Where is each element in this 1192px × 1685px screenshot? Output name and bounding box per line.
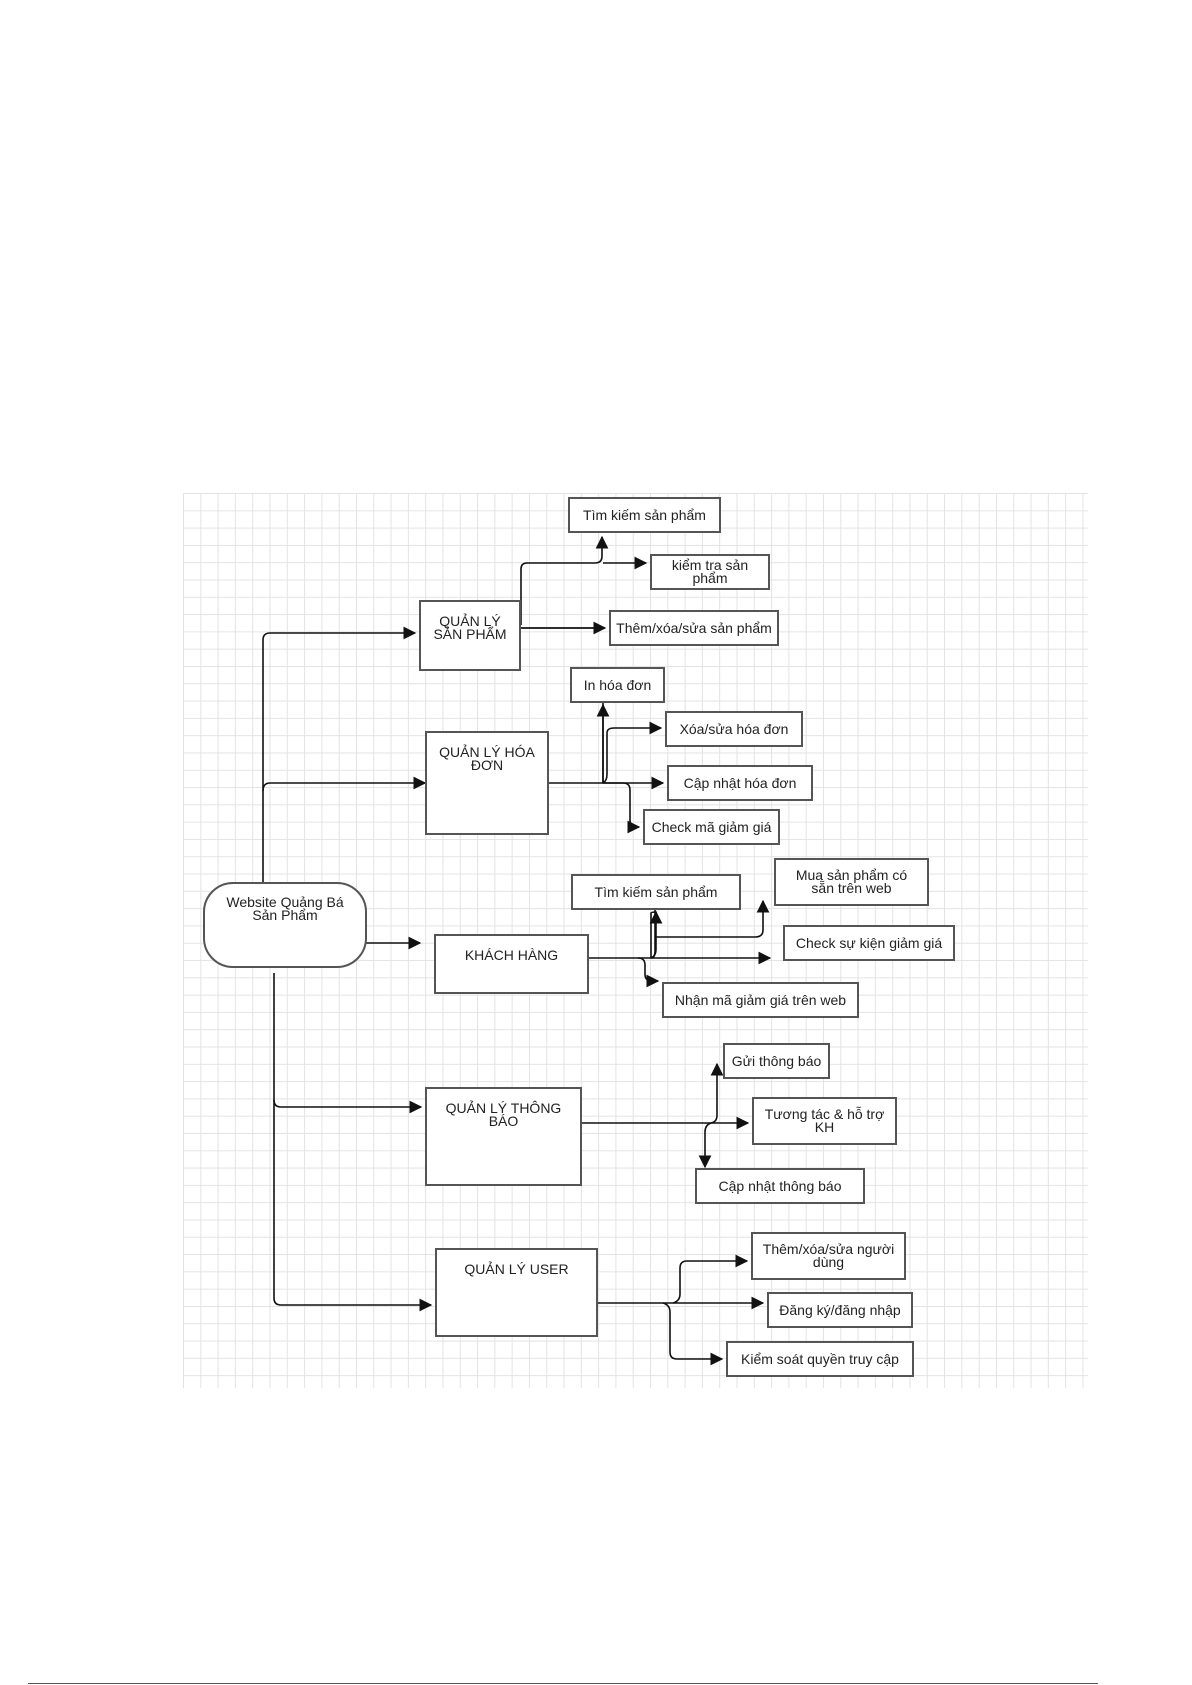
child-label: Tìm kiếm sản phẩm xyxy=(583,506,706,523)
sanpham-child-kiem-tra: kiểm tra sản phẩm xyxy=(650,554,770,590)
child-label: Đăng ký/đăng nhập xyxy=(779,1301,901,1318)
child-label: kiểm tra sản phẩm xyxy=(671,557,749,586)
user-child-them-xoa-sua: Thêm/xóa/sửa người dùng xyxy=(751,1232,906,1280)
child-label: Thêm/xóa/sửa người dùng xyxy=(762,1241,895,1270)
edge-root-thongbao xyxy=(273,973,423,1114)
module-quan-ly-hoa-don: QUẢN LÝ HÓA ĐƠN xyxy=(425,731,549,835)
edge-thongbao-child-2 xyxy=(698,1122,712,1169)
thongbao-child-cap-nhat: Cập nhật thông báo xyxy=(695,1168,865,1204)
edge-root-hoadon xyxy=(262,776,427,792)
khachhang-child-mua-san-pham: Mua sản phẩm có sẵn trên web xyxy=(774,858,929,906)
sanpham-child-tim-kiem: Tìm kiếm sản phẩm xyxy=(568,497,721,533)
module-label: QUẢN LÝ THÔNG BÁO xyxy=(445,1100,562,1129)
diagram-canvas: Website Quảng Bá Sản Phẩm QUẢN LÝ SẢN PH… xyxy=(183,493,1088,1388)
edge-thongbao-child-0 xyxy=(710,1062,724,1124)
child-label: In hóa đơn xyxy=(583,676,652,693)
module-khach-hang: KHÁCH HÀNG xyxy=(434,934,589,994)
hoadon-child-xoa-sua: Xóa/sửa hóa đơn xyxy=(665,711,803,747)
module-label: QUẢN LÝ SẢN PHẨM xyxy=(433,613,507,642)
khachhang-child-tim-kiem: Tìm kiếm sản phẩm xyxy=(571,874,741,910)
child-label: Tìm kiếm sản phẩm xyxy=(594,883,718,900)
child-label: Check mã giảm giá xyxy=(651,818,772,835)
edge-hoadon-child-3 xyxy=(603,782,641,834)
module-label: QUẢN LÝ USER xyxy=(464,1261,569,1277)
root-label: Website Quảng Bá Sản Phẩm xyxy=(226,894,344,923)
edge-root-user xyxy=(273,1100,433,1312)
edge-root-sanpham xyxy=(262,626,417,898)
edge-khachhang-child-3 xyxy=(637,957,660,988)
thongbao-child-tuong-tac: Tương tác & hỗ trợ KH xyxy=(752,1097,897,1145)
user-child-dang-ky: Đăng ký/đăng nhập xyxy=(767,1292,913,1328)
edge-user-child-2 xyxy=(662,1302,724,1366)
child-label: Kiểm soát quyền truy cập xyxy=(741,1350,899,1367)
thongbao-child-gui: Gửi thông báo xyxy=(723,1043,830,1079)
sanpham-child-them-xoa-sua: Thêm/xóa/sửa sản phẩm xyxy=(609,610,779,646)
child-label: Check sự kiện giảm giá xyxy=(795,934,943,951)
module-quan-ly-user: QUẢN LÝ USER xyxy=(435,1248,598,1337)
child-label: Mua sản phẩm có sẵn trên web xyxy=(795,867,908,896)
khachhang-child-nhan-ma: Nhận mã giảm giá trên web xyxy=(662,982,859,1018)
edge-khachhang-child-1 xyxy=(656,899,770,938)
child-label: Cập nhật hóa đơn xyxy=(683,774,797,791)
diagram-connectors xyxy=(262,535,772,1366)
edge-sanpham-child-0 xyxy=(520,535,609,625)
child-label: Tương tác & hỗ trợ KH xyxy=(764,1106,885,1135)
child-label: Nhận mã giảm giá trên web xyxy=(674,991,847,1008)
user-child-kiem-soat: Kiểm soát quyền truy cập xyxy=(726,1341,914,1377)
module-quan-ly-san-pham: QUẢN LÝ SẢN PHẨM xyxy=(419,600,521,671)
edge-hoadon-child-1 xyxy=(602,721,663,784)
child-label: Thêm/xóa/sửa sản phẩm xyxy=(616,619,772,636)
edge-user-child-0 xyxy=(672,1254,749,1304)
khachhang-child-check-su-kien: Check sự kiện giảm giá xyxy=(783,925,955,961)
root-node: Website Quảng Bá Sản Phẩm xyxy=(203,882,367,968)
hoadon-child-check-ma: Check mã giảm giá xyxy=(643,809,780,845)
module-quan-ly-thong-bao: QUẢN LÝ THÔNG BÁO xyxy=(425,1087,582,1186)
hoadon-child-cap-nhat: Cập nhật hóa đơn xyxy=(667,765,813,801)
page-footer-rule xyxy=(28,1683,1098,1684)
module-label: QUẢN LÝ HÓA ĐƠN xyxy=(439,744,535,773)
child-label: Cập nhật thông báo xyxy=(718,1177,842,1194)
child-label: Xóa/sửa hóa đơn xyxy=(679,720,789,737)
hoadon-child-in-hoa-don: In hóa đơn xyxy=(570,667,665,703)
child-label: Gửi thông báo xyxy=(731,1052,822,1069)
module-label: KHÁCH HÀNG xyxy=(464,947,559,963)
